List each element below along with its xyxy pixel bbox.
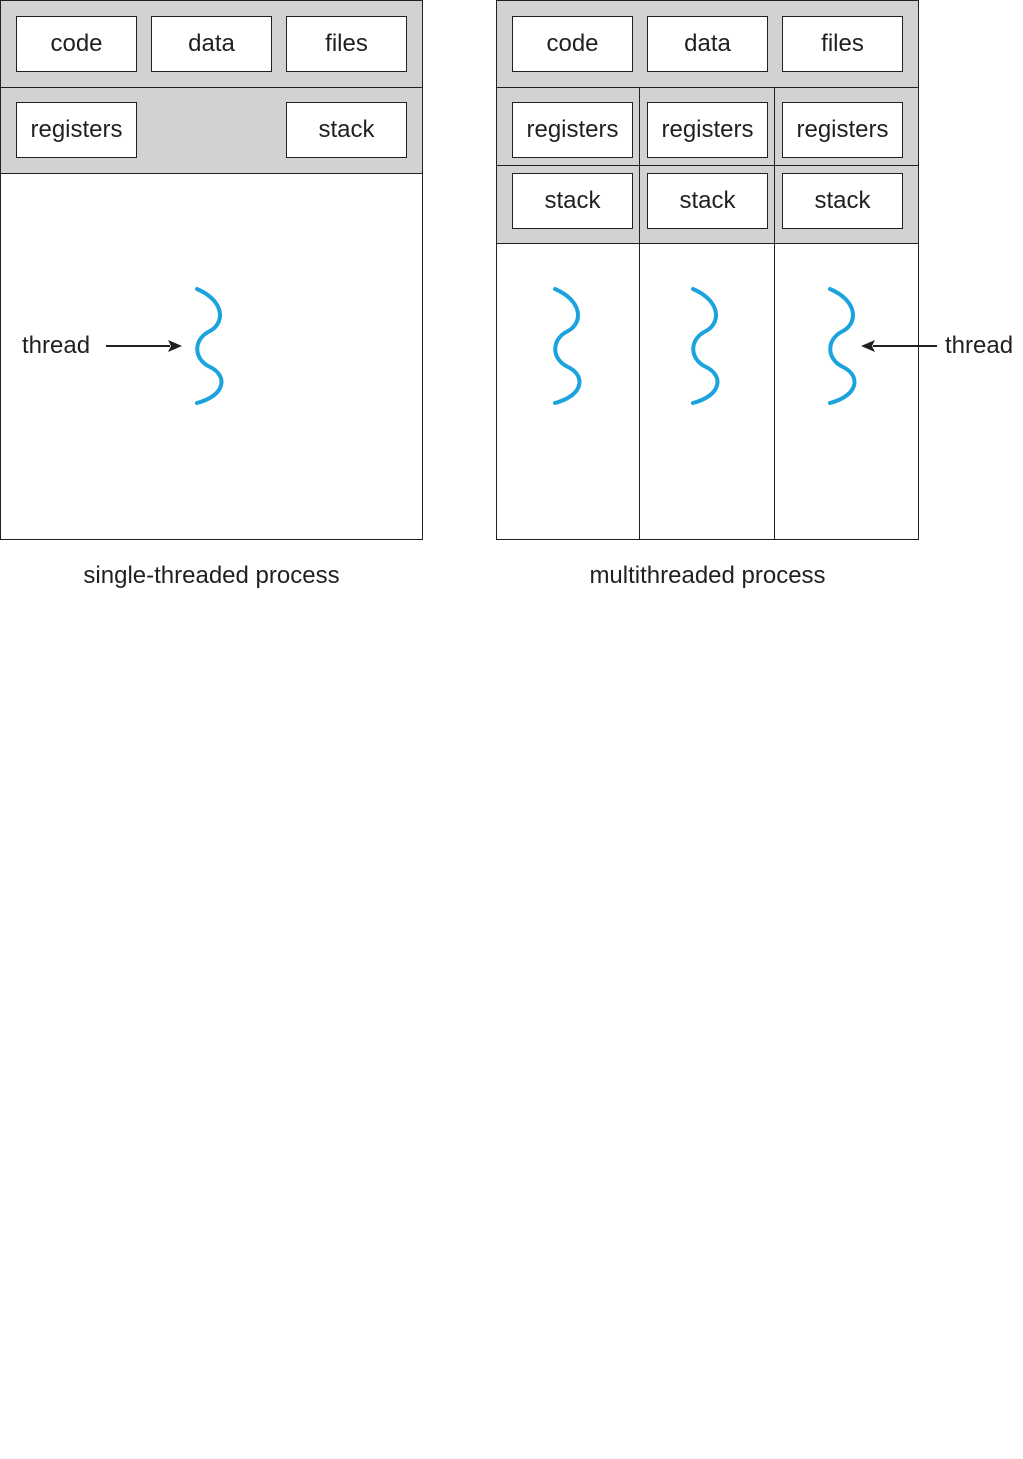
multi-thread-squiggle-icon-1	[543, 283, 593, 408]
multi-divider-2	[497, 165, 918, 166]
multi-stack-label-1: stack	[544, 189, 600, 213]
multi-registers-box-2: registers	[647, 102, 768, 158]
multi-thread-squiggle-icon-2	[681, 283, 731, 408]
single-threaded-caption: single-threaded process	[0, 564, 423, 588]
multi-column-divider-1	[639, 87, 640, 539]
single-stack-box: stack	[286, 102, 407, 158]
multi-code-box: code	[512, 16, 633, 72]
single-thread-squiggle-icon	[185, 283, 235, 408]
multi-data-box: data	[647, 16, 768, 72]
multi-stack-box-2: stack	[647, 173, 768, 229]
single-threaded-process-panel: code data files registers stack	[0, 0, 423, 540]
multi-stack-box-1: stack	[512, 173, 633, 229]
multi-files-box: files	[782, 16, 903, 72]
multi-divider-1	[497, 87, 918, 88]
multi-divider-3	[497, 243, 918, 244]
multi-stack-label-3: stack	[814, 189, 870, 213]
single-thread-label: thread	[22, 334, 90, 358]
multi-registers-label-1: registers	[526, 118, 618, 142]
single-registers-box: registers	[16, 102, 137, 158]
single-registers-label: registers	[30, 118, 122, 142]
single-files-label: files	[325, 32, 368, 56]
single-divider-1	[1, 87, 422, 88]
multi-code-label: code	[546, 32, 598, 56]
single-divider-2	[1, 173, 422, 174]
multi-registers-box-3: registers	[782, 102, 903, 158]
multi-thread-arrow-icon	[859, 336, 939, 356]
single-data-box: data	[151, 16, 272, 72]
multi-data-label: data	[684, 32, 731, 56]
multi-column-divider-2	[774, 87, 775, 539]
single-code-label: code	[50, 32, 102, 56]
single-thread-arrow-icon	[104, 336, 184, 356]
multi-registers-box-1: registers	[512, 102, 633, 158]
multi-registers-label-2: registers	[661, 118, 753, 142]
multi-stack-box-3: stack	[782, 173, 903, 229]
multi-stack-label-2: stack	[679, 189, 735, 213]
multithreaded-caption: multithreaded process	[496, 564, 919, 588]
multi-thread-label: thread	[945, 334, 1013, 358]
multithreaded-process-panel: code data files registers registers regi…	[496, 0, 919, 540]
single-code-box: code	[16, 16, 137, 72]
multi-files-label: files	[821, 32, 864, 56]
multi-registers-label-3: registers	[796, 118, 888, 142]
single-data-label: data	[188, 32, 235, 56]
single-stack-label: stack	[318, 118, 374, 142]
single-files-box: files	[286, 16, 407, 72]
